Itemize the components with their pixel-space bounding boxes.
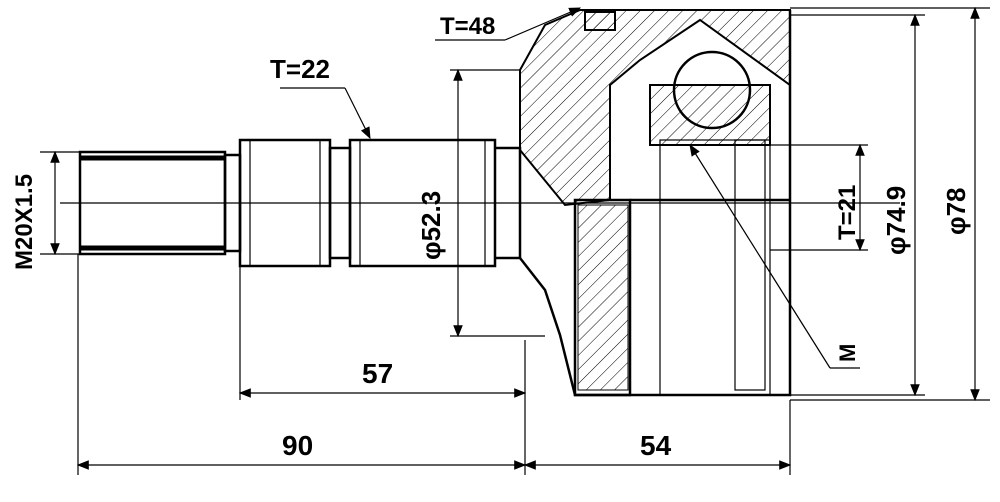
svg-text:M20X1.5: M20X1.5: [11, 174, 38, 270]
label-t48: T=48: [435, 7, 582, 41]
svg-text:M: M: [835, 344, 860, 362]
dim-54: 54: [523, 400, 792, 475]
label-t21: T=21: [770, 143, 868, 252]
outer-housing: [519, 9, 792, 397]
abs-ring-teeth: [577, 204, 629, 391]
svg-text:T=21: T=21: [834, 185, 861, 240]
svg-text:T=22: T=22: [270, 54, 330, 84]
dim-shaft-diameter: φ52.3: [416, 68, 545, 338]
label-t22: T=22: [270, 54, 371, 140]
dim-57: 57: [238, 266, 527, 475]
svg-text:90: 90: [282, 430, 313, 461]
svg-text:54: 54: [640, 430, 672, 461]
dim-inner-diameter: φ74.9: [790, 13, 925, 397]
svg-text:T=48: T=48: [440, 13, 495, 40]
dim-outer-diameter: φ78: [790, 6, 990, 402]
dim-90: 90: [76, 254, 527, 475]
svg-text:φ74.9: φ74.9: [881, 186, 911, 255]
svg-text:φ52.3: φ52.3: [416, 191, 446, 260]
dim-thread: M20X1.5: [11, 150, 80, 270]
label-m: M: [689, 143, 860, 369]
svg-text:φ78: φ78: [941, 187, 971, 235]
svg-text:57: 57: [362, 358, 393, 389]
